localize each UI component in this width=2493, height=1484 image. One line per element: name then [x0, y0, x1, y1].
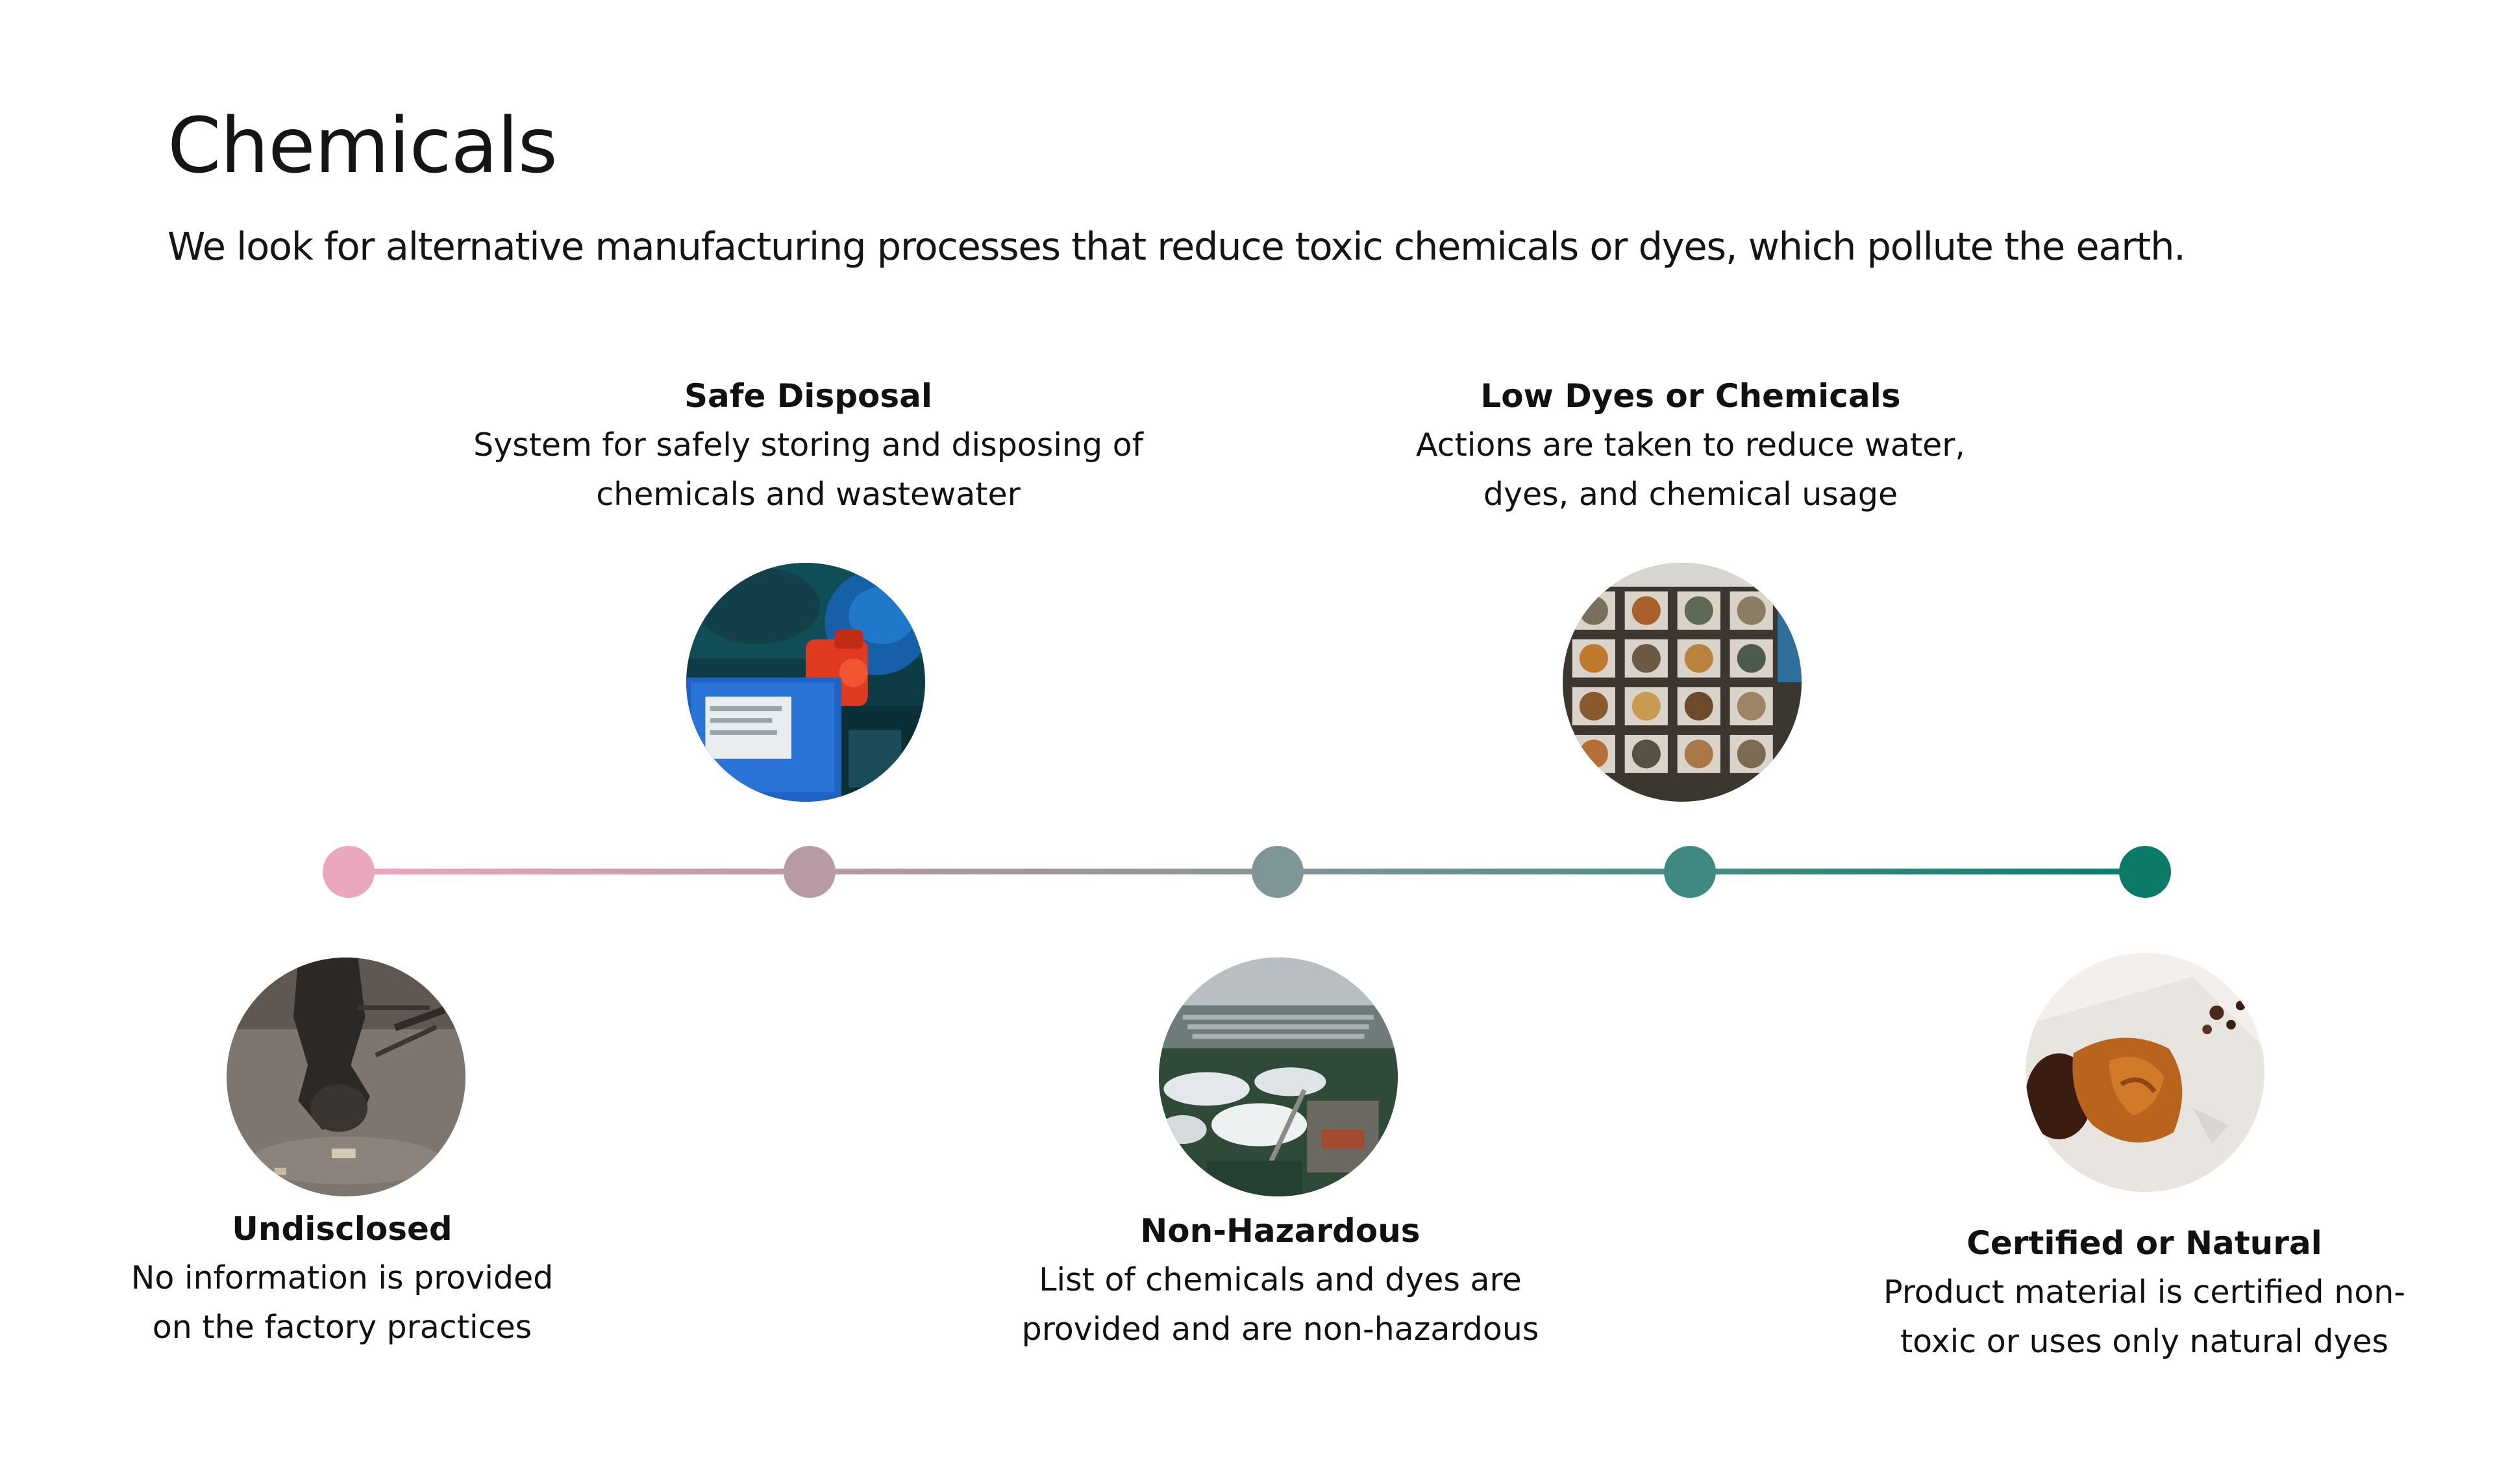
timeline-node-safe-disposal [784, 846, 836, 898]
dye-vats-photo [1563, 563, 1802, 802]
stage-title: Certified or Natural [1966, 1224, 2322, 1262]
stage-label-non-hazardous: Non-Hazardous List of chemicals and dyes… [1022, 1206, 1539, 1354]
stage-label-undisclosed: Undisclosed No information is provided o… [131, 1204, 553, 1352]
timeline-node-certified [2119, 846, 2171, 898]
stage-label-low-dyes: Low Dyes or Chemicals Actions are taken … [1416, 371, 1965, 519]
stage-title: Safe Disposal [684, 377, 932, 415]
timeline-node-low-dyes [1664, 846, 1716, 898]
stage-label-safe-disposal: Safe Disposal System for safely storing … [473, 371, 1143, 519]
stage-title: Undisclosed [232, 1210, 453, 1248]
stage-desc-line1: Product material is certified non- [1883, 1274, 2405, 1311]
stage-desc-line2: provided and are non-hazardous [1021, 1311, 1539, 1348]
natural-dye-powder-photo [2026, 953, 2264, 1192]
stage-desc-line2: on the factory practices [152, 1309, 532, 1346]
stage-label-certified: Certified or Natural Product material is… [1883, 1218, 2405, 1367]
stage-title: Low Dyes or Chemicals [1480, 377, 1901, 415]
page-subtitle: We look for alternative manufacturing pr… [167, 224, 2186, 269]
stage-desc-line1: System for safely storing and disposing … [473, 427, 1143, 464]
wastewater-plant-photo [1159, 958, 1398, 1196]
chemical-containers-photo [686, 563, 925, 802]
timeline-node-non-hazardous [1252, 846, 1304, 898]
puddle-reflection-photo [227, 958, 465, 1196]
stage-desc-line2: chemicals and wastewater [596, 476, 1021, 513]
stage-desc-line1: List of chemicals and dyes are [1039, 1261, 1522, 1298]
stage-desc-line1: Actions are taken to reduce water, [1415, 427, 1966, 464]
stage-desc-line1: No information is provided [130, 1259, 554, 1296]
stage-title: Non-Hazardous [1140, 1212, 1420, 1250]
stage-desc-line2: toxic or uses only natural dyes [1900, 1323, 2389, 1360]
stage-desc-line2: dyes, and chemical usage [1483, 476, 1898, 513]
page-title: Chemicals [167, 101, 558, 190]
timeline-node-undisclosed [323, 846, 375, 898]
timeline-track [349, 869, 2145, 874]
